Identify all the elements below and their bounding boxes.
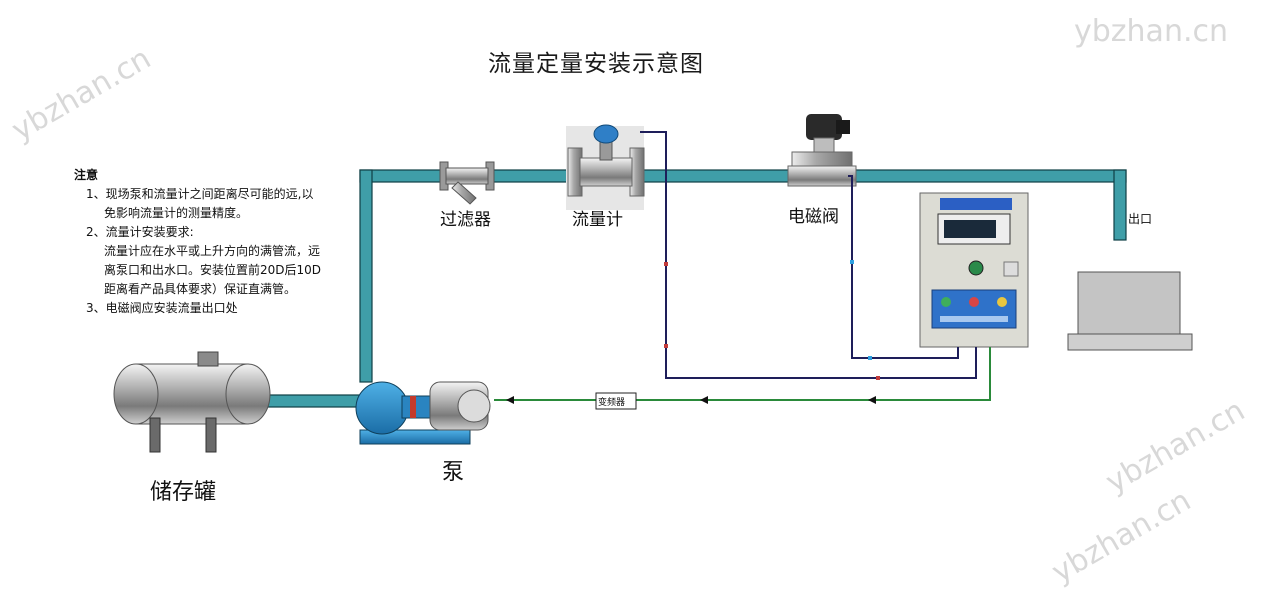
filter-label: 过滤器 <box>440 210 491 230</box>
signal-wires <box>640 131 977 379</box>
power-wire <box>494 347 991 401</box>
diagram-canvas: ybzhan.cn ybzhan.cn ybzhan.cn ybzhan.cn <box>6 14 1251 590</box>
schematic-svg <box>113 114 1193 453</box>
notes-heading: 注意 <box>74 168 99 182</box>
tank-label: 储存罐 <box>150 480 217 505</box>
signal-marker-blue-2 <box>868 356 872 360</box>
note-2-line-3: 离泵口和出水口。安装位置前20D后10D <box>104 263 322 277</box>
pump-device <box>355 381 491 445</box>
signal-marker-blue <box>850 260 854 264</box>
outlet-label: 出口 <box>1128 212 1153 226</box>
pump-label: 泵 <box>442 460 465 485</box>
flowmeter-device <box>566 124 645 210</box>
notes-block: 注意 1、现场泵和流量计之间距离尽可能的远,以 免影响流量计的测量精度。 2、流… <box>74 166 374 318</box>
signal-markers <box>664 262 880 380</box>
note-3: 3、电磁阀应安装流量出口处 <box>86 301 238 315</box>
note-2-line-1: 2、流量计安装要求: <box>86 225 194 239</box>
solenoid-valve-device <box>787 114 857 187</box>
watermark-top-right: ybzhan.cn <box>1074 14 1228 49</box>
pipe-network <box>249 169 1127 408</box>
storage-tank-device <box>113 351 271 453</box>
solenoid-valve-label: 电磁阀 <box>788 207 839 227</box>
vfd-label: 变频器 <box>598 398 626 408</box>
vfd-box-outline <box>595 392 637 410</box>
note-2-line-2: 流量计应在水平或上升方向的满管流，远 <box>104 244 321 258</box>
filter-device <box>439 161 495 205</box>
note-1-line-1: 1、现场泵和流量计之间距离尽可能的远,以 <box>86 187 314 201</box>
flowmeter-label: 流量计 <box>572 210 623 230</box>
diagram-title: 流量定量安装示意图 <box>488 51 704 77</box>
note-2-line-4: 距离看产品具体要求）保证直满管。 <box>104 282 297 296</box>
note-1-line-2: 免影响流量计的测量精度。 <box>104 206 249 220</box>
pipe-outlet-down <box>1113 169 1127 241</box>
control-box <box>919 192 1029 348</box>
pipe-riser <box>359 169 373 383</box>
outlet-box <box>1067 271 1193 351</box>
power-wire-arrows <box>506 396 876 404</box>
